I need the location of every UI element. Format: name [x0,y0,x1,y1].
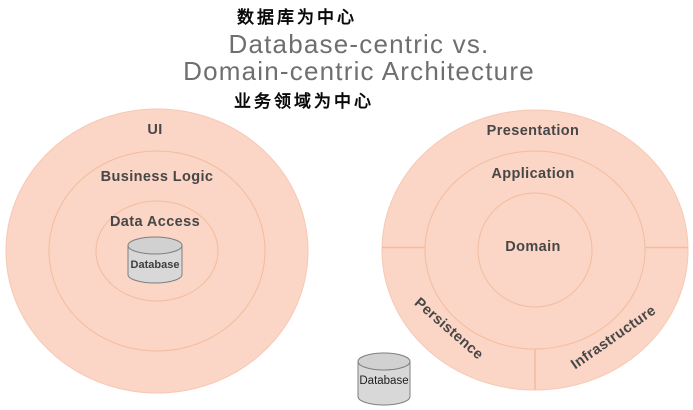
domain-centric-zh-label: 业务领域为中心 [234,92,374,111]
domain-layer-label: Domain [505,239,561,255]
external-database-label: Database [359,375,408,387]
presentation-layer-label: Presentation [487,123,580,139]
database-cylinder-body [127,245,183,284]
ui-layer-label: UI [147,122,162,138]
database-centric-diagram: UI Business Logic Data Access Database [5,108,309,394]
right-inner-ring [477,192,593,308]
page-title-line1: Database-centric vs. [228,29,490,59]
database-centric-zh-label: 数据库为中心 [237,8,357,27]
database-cylinder-top [127,236,183,255]
data-access-layer-label: Data Access [110,214,200,230]
business-logic-layer-label: Business Logic [101,169,214,185]
domain-centric-diagram: Presentation Application Domain Persiste… [381,109,689,391]
left-inner-ring [95,200,219,302]
application-layer-label: Application [491,166,574,182]
central-database-label: Database [131,259,180,271]
central-database-cylinder-icon: Database [127,236,183,284]
external-database-cylinder-top [357,352,411,371]
external-database-cylinder-icon: Database [357,352,411,406]
external-database-cylinder-body [357,361,411,406]
left-middle-ring [48,150,266,352]
page-title-line2: Domain-centric Architecture [183,56,535,86]
